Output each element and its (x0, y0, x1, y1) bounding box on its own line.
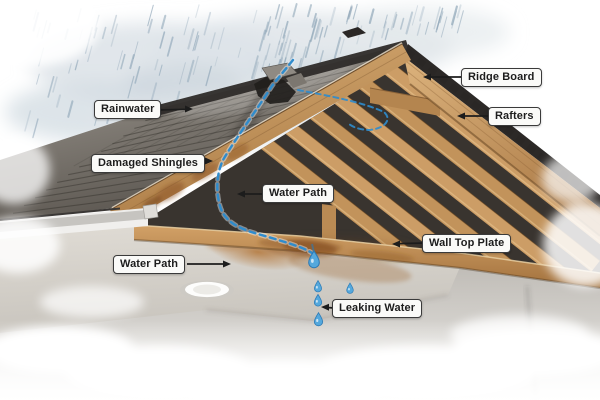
ridge-board-arrow (423, 73, 462, 81)
label-leaking-water: Leaking Water (332, 299, 423, 319)
annotation-arrows (156, 73, 490, 311)
rainwater-arrow (156, 105, 193, 113)
label-rafters: Rafters (488, 107, 541, 127)
leaking-water-droplets (308, 243, 354, 327)
ceiling-light (180, 280, 234, 300)
label-wall-top-plate: Wall Top Plate (422, 234, 512, 254)
wall-top-plate-arrow (392, 240, 427, 248)
label-water-path-attic: Water Path (262, 184, 335, 204)
label-ridge-board: Ridge Board (461, 68, 542, 88)
label-damaged-shingles: Damaged Shingles (91, 154, 206, 174)
gable-beam (109, 42, 411, 226)
rafters-arrow (457, 112, 490, 120)
stud-block (322, 204, 336, 241)
water-path-dashed-line (214, 57, 389, 256)
damaged-shingles-area (254, 62, 307, 104)
ridge-cap (150, 40, 409, 117)
label-rainwater: Rainwater (94, 100, 162, 120)
wall-top-plate-beam (133, 224, 600, 290)
label-water-path-ceiling: Water Path (113, 255, 186, 275)
water-path-attic-arrow (237, 190, 263, 198)
collar-tie (370, 88, 440, 116)
water-path-ceiling-arrow (187, 260, 231, 268)
gutter-endcap (142, 203, 159, 220)
